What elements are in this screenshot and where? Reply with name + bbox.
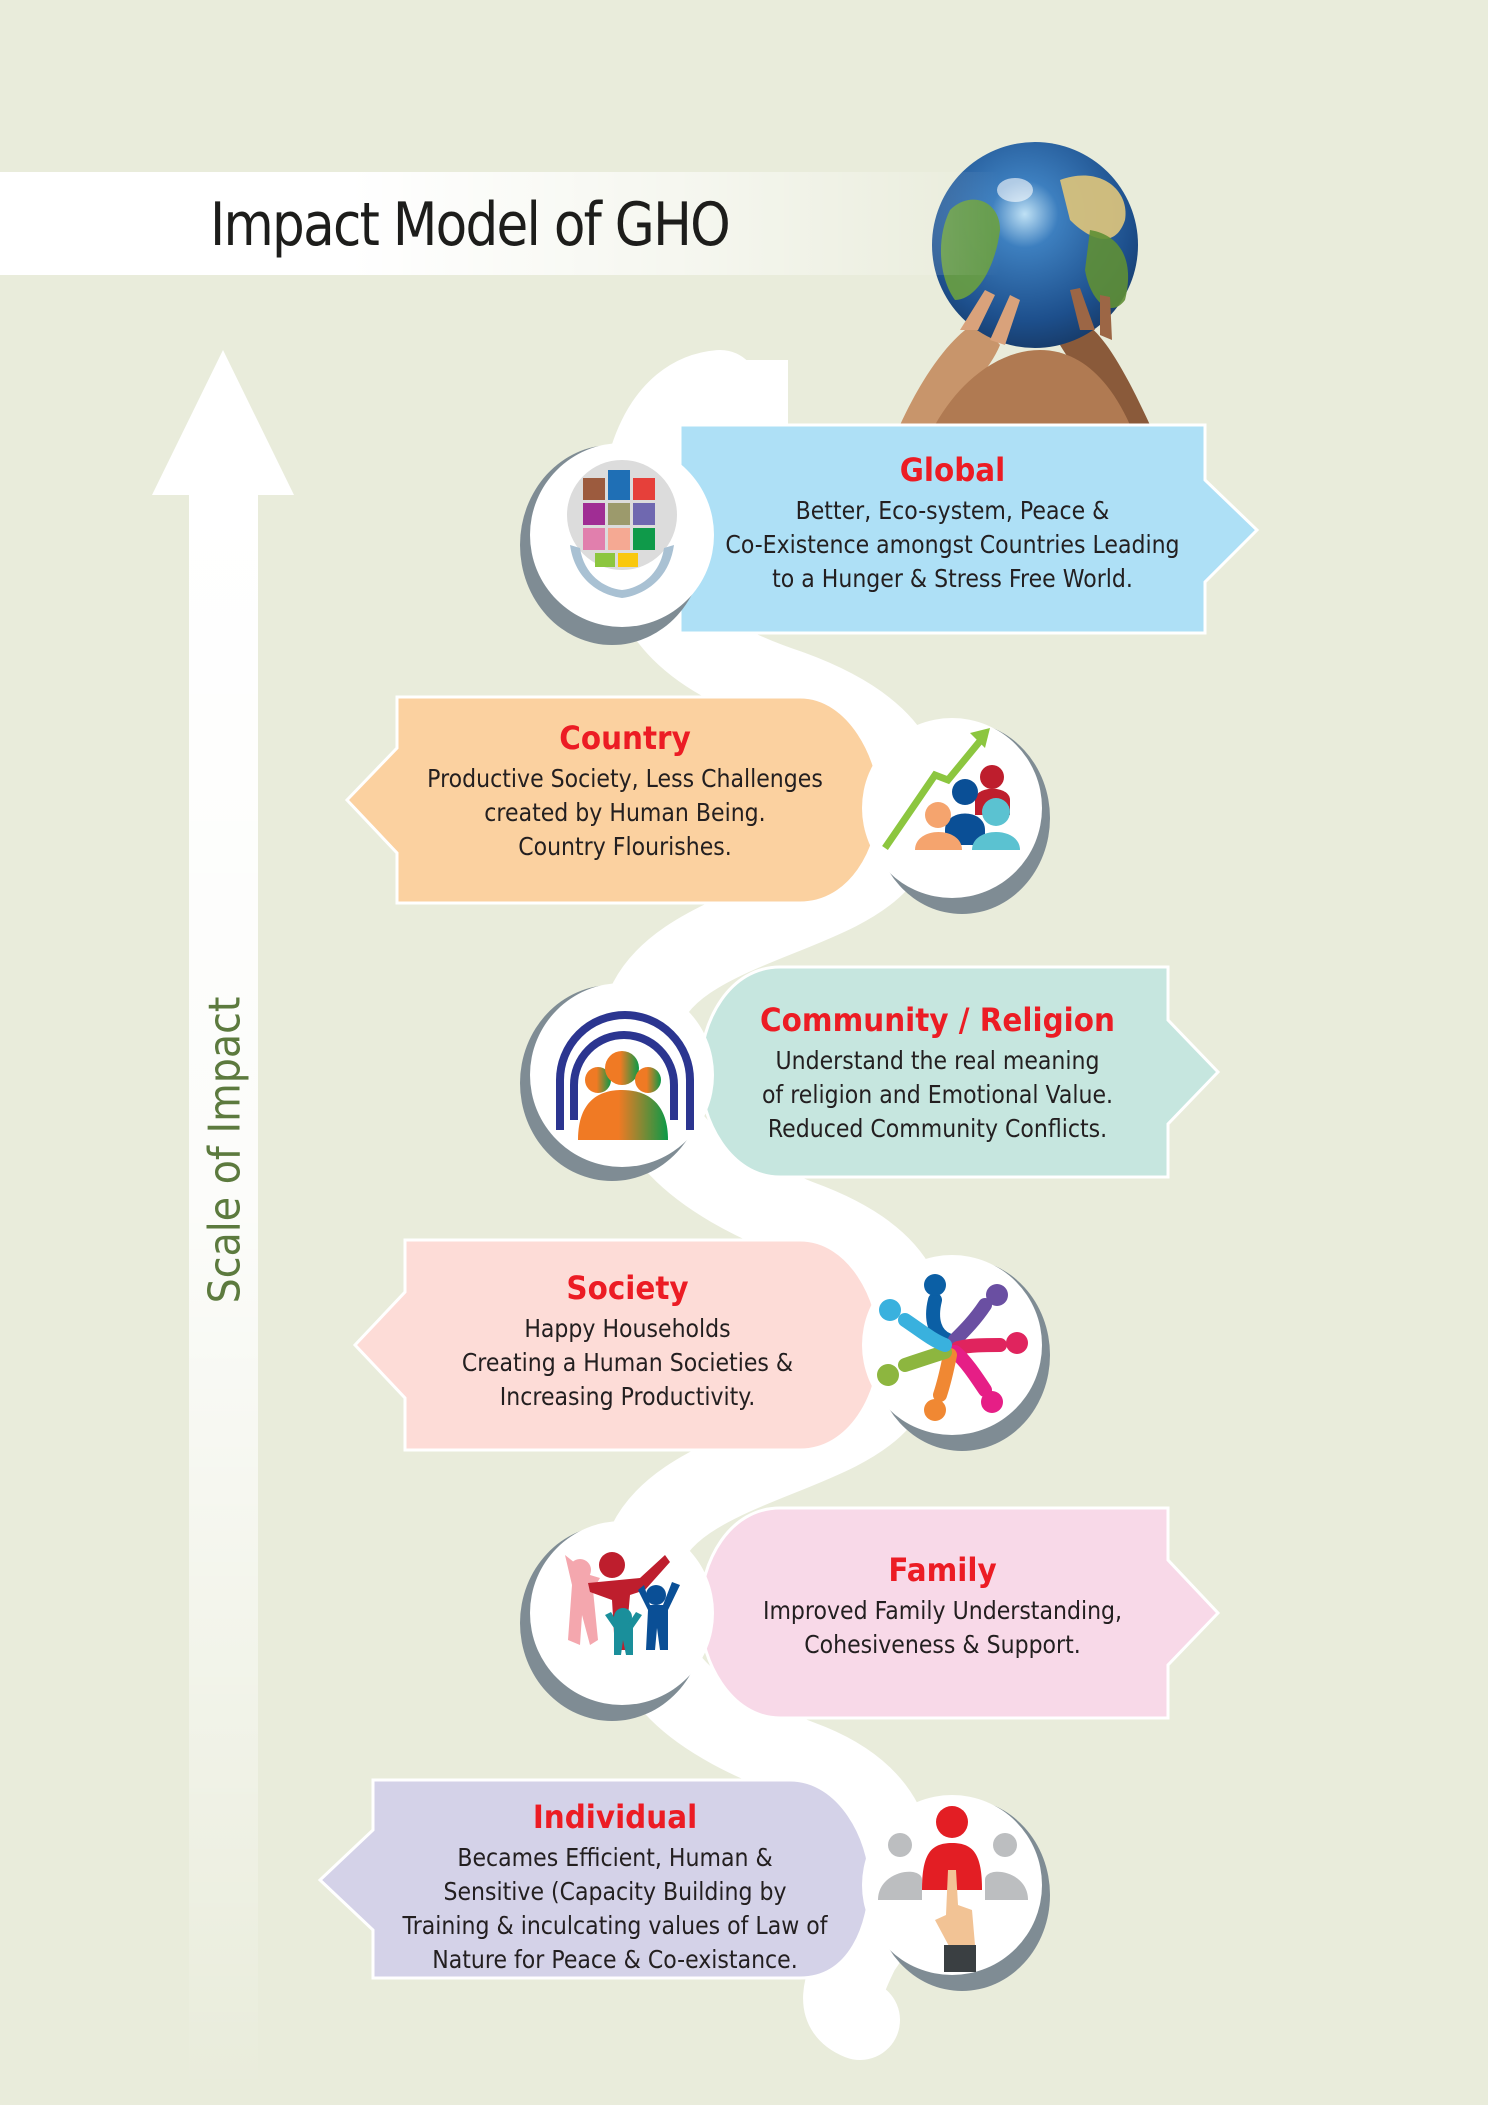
level-description: Understand the real meaning of religion …	[761, 1046, 1114, 1143]
level-description: Improved Family Understanding, Cohesiven…	[762, 1596, 1123, 1659]
page-title: Impact Model of GHO	[210, 190, 731, 260]
family-icon	[520, 1521, 714, 1721]
level-title: Family	[888, 1551, 997, 1589]
level-individual: Individual Becames Efficient, Human & Se…	[360, 1797, 870, 1977]
level-title: Global	[899, 451, 1006, 489]
globe-in-hands-icon	[520, 443, 714, 645]
community-arch-icon	[520, 983, 714, 1181]
growth-people-icon	[862, 718, 1050, 914]
title-band	[0, 172, 1000, 275]
level-global: Global Better, Eco-system, Peace & Co-Ex…	[700, 450, 1205, 596]
axis-label-scale-of-impact: Scale of Impact	[199, 996, 251, 1304]
level-title: Society	[566, 1269, 689, 1307]
path-top-segment	[720, 360, 788, 430]
people-circle-icon	[862, 1255, 1050, 1451]
level-family: Family Improved Family Understanding, Co…	[715, 1550, 1170, 1662]
level-society: Society Happy Households Creating a Huma…	[395, 1268, 860, 1414]
level-community-religion: Community / Religion Understand the real…	[710, 1000, 1165, 1146]
level-country: Country Productive Society, Less Challen…	[385, 718, 865, 864]
level-description: Becames Efficient, Human & Sensitive (Ca…	[402, 1843, 828, 1974]
winding-path	[599, 350, 946, 2060]
level-box-global	[678, 423, 1260, 635]
level-title: Individual	[532, 1798, 698, 1836]
level-description: Productive Society, Less Challenges crea…	[427, 764, 823, 861]
individual-selected-icon	[862, 1795, 1050, 1991]
level-description: Happy Households Creating a Human Societ…	[461, 1314, 794, 1411]
level-title: Community / Religion	[760, 1001, 1115, 1039]
scale-arrow	[152, 350, 294, 2094]
level-title: Country	[559, 719, 691, 757]
level-description: Better, Eco-system, Peace & Co-Existence…	[725, 496, 1180, 593]
